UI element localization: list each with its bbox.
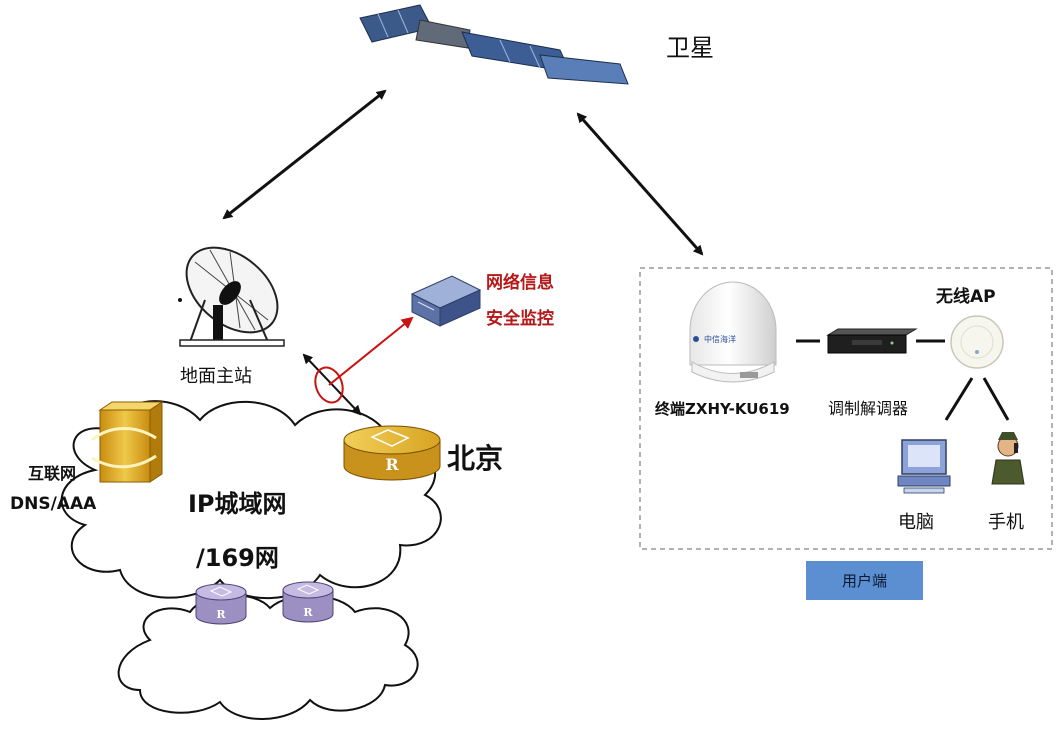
satellite-label: 卫星 (666, 34, 714, 62)
modem-icon (826, 328, 918, 354)
ground-station-dish-icon (178, 246, 285, 347)
internet-label: 互联网 (28, 464, 77, 483)
dns-aaa-label: DNS/AAA (10, 494, 97, 514)
security-monitor-device-icon (410, 275, 482, 327)
terminal-dome-icon: 中信海洋 (689, 281, 777, 383)
beijing-label: 北京 (447, 442, 504, 475)
phone-user-icon (991, 432, 1025, 485)
beijing-router-icon: R (343, 425, 441, 481)
computer-icon (897, 439, 951, 494)
ground-station-label: 地面主站 (180, 366, 252, 387)
security-monitor-arrow (328, 316, 414, 386)
computer-label: 电脑 (898, 512, 934, 533)
ground-beijing-link (302, 353, 362, 416)
router-left-icon: R (195, 583, 247, 625)
phone-label: 手机 (988, 512, 1024, 533)
router-mark: R (385, 455, 399, 474)
monitor-tap-ellipse (314, 366, 344, 404)
router-mark: R (303, 606, 313, 619)
dome-brand: 中信海洋 (704, 334, 736, 344)
ip-network-label-line2: /169网 (196, 544, 279, 572)
wireless-ap-label: 无线AP (936, 287, 996, 307)
satellite-user-link (576, 112, 704, 256)
ap-computer-line (944, 377, 974, 421)
modem-label: 调制解调器 (828, 399, 909, 418)
user-side-button[interactable]: 用户端 (806, 561, 923, 600)
security-monitor-label-line2: 安全监控 (486, 309, 554, 329)
router-right-icon: R (282, 581, 334, 623)
ap-phone-line (982, 377, 1010, 421)
ip-network-label-line1: IP城域网 (188, 490, 287, 518)
satellite-ground-link (222, 89, 387, 220)
satellite-icon (359, 4, 629, 85)
firewall-icon (91, 401, 164, 483)
router-mark: R (216, 608, 226, 621)
user-side-box (639, 267, 1053, 550)
lower-cloud (117, 593, 419, 720)
terminal-label: 终端ZXHY-KU619 (655, 400, 790, 418)
security-monitor-label-line1: 网络信息 (486, 273, 554, 293)
wireless-ap-icon (950, 315, 1004, 369)
